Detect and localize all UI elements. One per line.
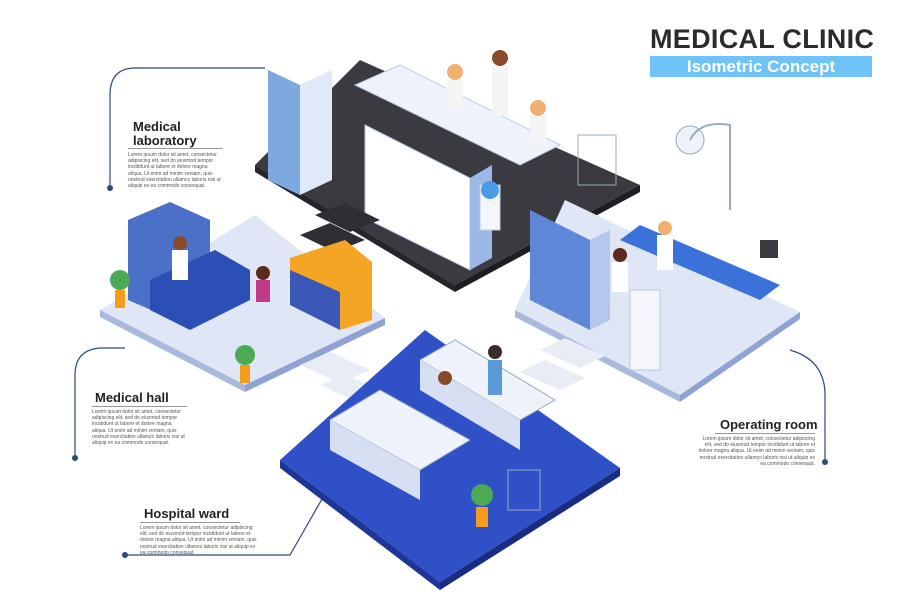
- page-title: MEDICAL CLINIC: [650, 24, 875, 54]
- operating-description: Lorem ipsum dolor sit amet, consectetur …: [698, 436, 815, 467]
- operating-divider: [715, 433, 815, 434]
- hall-callout-line: [74, 347, 125, 458]
- operating-title: Operating room: [720, 417, 818, 432]
- callout-lines: [74, 67, 826, 556]
- ward-divider: [140, 522, 240, 523]
- hospital-ward-room: [280, 330, 620, 590]
- lab-title-line1: Medical: [133, 119, 181, 134]
- lab-title-line2: laboratory: [133, 133, 197, 148]
- lab-callout-line: [109, 67, 265, 188]
- hall-title: Medical hall: [95, 390, 169, 405]
- operating-room: [515, 123, 800, 402]
- ward-callout-line: [125, 484, 331, 556]
- hall-divider: [92, 406, 187, 407]
- lab-divider: [128, 148, 223, 149]
- lab-title: Medical laboratory: [133, 120, 197, 148]
- ward-description: Lorem ipsum dolor sit amet, consectetur …: [140, 525, 257, 556]
- hall-description: Lorem ipsum dolor sit amet, consectetur …: [92, 409, 185, 447]
- ward-title: Hospital ward: [144, 506, 230, 521]
- operating-callout-line: [789, 349, 826, 462]
- page-subtitle: Isometric Concept: [650, 56, 872, 77]
- lab-description: Lorem ipsum dolor sit amet, consectetur …: [128, 152, 221, 190]
- medical-hall-room: [100, 202, 385, 403]
